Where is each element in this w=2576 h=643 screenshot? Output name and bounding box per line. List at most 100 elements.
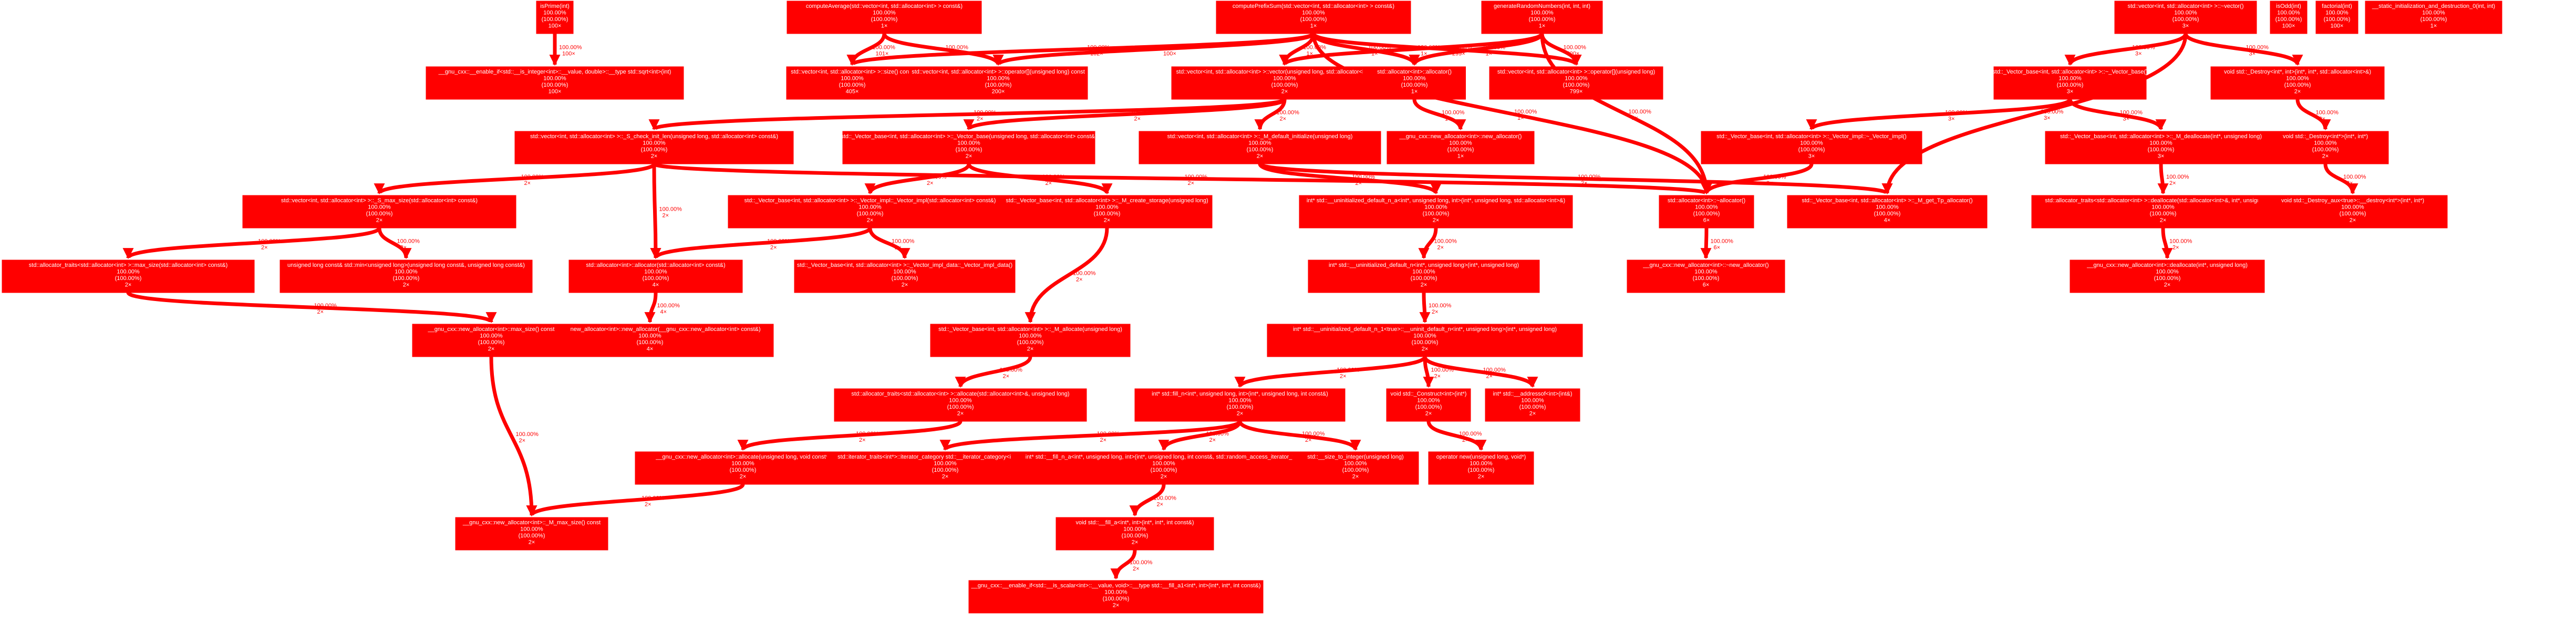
node-self-percent: (100.00%) xyxy=(2275,16,2302,23)
edge-vector-base-ctor-to-vector-impl-ctor: 100.00%2× xyxy=(864,163,971,195)
node-uninit-default-n[interactable]: int* std::__uninitialized_default_n<int*… xyxy=(1308,260,1540,293)
node-allocator-dtor[interactable]: std::allocator<int>::~allocator()100.00%… xyxy=(1659,195,1754,229)
edge-generateRandomNumbers-to-allocator-dtor: 100.00%1× xyxy=(1540,33,1712,195)
node-vector-base-ctor[interactable]: std::_Vector_base<int, std::allocator<in… xyxy=(841,131,1097,164)
edge-calls-label: 2× xyxy=(1209,437,1216,443)
node-box xyxy=(908,66,1088,100)
edge-computePrefixSum-to-vector-index-const: 100.00%100× xyxy=(992,32,1316,67)
node-self-percent: (100.00%) xyxy=(2312,147,2339,153)
node-generateRandomNumbers[interactable]: generateRandomNumbers(int, int, int)100.… xyxy=(1481,1,1603,34)
node-allocator-copy-ctor[interactable]: std::allocator<int>::allocator(std::allo… xyxy=(568,260,743,293)
node-new-allocator-allocate[interactable]: __gnu_cxx::new_allocator<int>::allocate(… xyxy=(635,451,851,485)
edge-check-init-len-to-allocator-copy-ctor: 100.00%2× xyxy=(650,163,682,260)
node-vector-ctor[interactable]: std::vector<int, std::allocator<int> >::… xyxy=(1171,66,1398,100)
edge-line xyxy=(650,163,661,260)
node-new-allocator-dtor[interactable]: __gnu_cxx::new_allocator<int>::~new_allo… xyxy=(1627,260,1785,293)
node-function-label: __gnu_cxx::new_allocator<int>::allocate(… xyxy=(655,454,830,460)
node-std-min[interactable]: unsigned long const& std::min<unsigned l… xyxy=(280,260,533,293)
edge-calls-label: 2× xyxy=(1432,309,1439,315)
node-get-tp-allocator[interactable]: std::_Vector_base<int, std::allocator<in… xyxy=(1787,195,1988,229)
node-function-label: computeAverage(std::vector<int, std::all… xyxy=(806,3,963,9)
node-total-percent: 100.00% xyxy=(2422,10,2445,16)
node-uninit-default-n-a[interactable]: int* std::__uninitialized_default_n_a<in… xyxy=(1299,195,1573,229)
node-vector-index-const[interactable]: std::vector<int, std::allocator<int> >::… xyxy=(908,66,1088,100)
node-self-percent: (100.00%) xyxy=(2172,16,2199,23)
edge-percent-label: 100.00% xyxy=(1711,238,1734,245)
node-computeAverage[interactable]: computeAverage(std::vector<int, std::all… xyxy=(787,1,982,34)
node-destroy-aux-impl[interactable]: void std::_Destroy_aux<true>::__destroy<… xyxy=(2258,195,2448,229)
node-static-init[interactable]: __static_initialization_and_destruction_… xyxy=(2365,1,2502,34)
edge-uninit-default-n-a-to-uninit-default-n: 100.00%2× xyxy=(1418,227,1457,260)
node-self-percent: (100.00%) xyxy=(2057,82,2084,88)
edge-allocator-copy-ctor-to-new-allocator-copy-ctor: 100.00%4× xyxy=(644,292,680,324)
node-vector-impl-data-ctor[interactable]: std::_Vector_base<int, std::allocator<in… xyxy=(794,260,1016,293)
node-box xyxy=(1001,195,1213,229)
node-new-allocator-m-max-size[interactable]: __gnu_cxx::new_allocator<int>::_M_max_si… xyxy=(455,517,608,551)
node-new-allocator-deallocate[interactable]: __gnu_cxx::new_allocator<int>::deallocat… xyxy=(2070,260,2265,293)
node-call-count: 2× xyxy=(1421,282,1427,288)
edge-percent-label: 100.00% xyxy=(1302,431,1325,437)
node-fill-a[interactable]: void std::__fill_a<int*, int>(int*, int*… xyxy=(1056,517,1214,551)
node-box xyxy=(794,260,1016,293)
node-deallocate[interactable]: std::_Vector_base<int, std::allocator<in… xyxy=(2045,131,2277,164)
node-vector-index[interactable]: std::vector<int, std::allocator<int> >::… xyxy=(1489,66,1663,100)
edge-line xyxy=(864,163,971,195)
node-vector-impl-dtor[interactable]: std::_Vector_base<int, std::allocator<in… xyxy=(1701,131,1922,164)
node-fill-n[interactable]: int* std::fill_n<int*, unsigned long, in… xyxy=(1134,388,1346,422)
edge-vector-impl-dtor-to-allocator-dtor: 100.00%3× xyxy=(1701,163,1814,195)
node-alloc-traits-allocate[interactable]: std::allocator_traits<std::allocator<int… xyxy=(834,388,1087,422)
node-function-label: int* std::__uninitialized_default_n<int*… xyxy=(1329,262,1519,268)
node-function-label: __gnu_cxx::new_allocator<int>::deallocat… xyxy=(2086,262,2248,268)
node-fill-a1[interactable]: __gnu_cxx::__enable_if<std::__is_scalar<… xyxy=(968,580,1264,614)
node-box xyxy=(834,388,1087,422)
node-isOdd[interactable]: isOdd(int)100.00%(100.00%)100× xyxy=(2270,1,2308,34)
edge-percent-label: 100.00% xyxy=(657,303,680,309)
node-function-label: std::iterator_traits<int*>::iterator_cat… xyxy=(837,454,1053,460)
node-self-percent: (100.00%) xyxy=(2150,211,2177,217)
node-create-storage[interactable]: std::_Vector_base<int, std::allocator<in… xyxy=(1001,195,1213,229)
node-default-initialize[interactable]: std::vector<int, std::allocator<int> >::… xyxy=(1139,131,1381,164)
node-fill-n-a[interactable]: int* std::__fill_n_a<int*, unsigned long… xyxy=(1011,451,1317,485)
node-uninit-default-n-1[interactable]: int* std::__uninitialized_default_n_1<tr… xyxy=(1267,324,1583,357)
edge-calls-label: 2× xyxy=(1340,374,1347,380)
node-call-count: 1× xyxy=(881,23,888,29)
node-m-allocate[interactable]: std::_Vector_base<int, std::allocator<in… xyxy=(930,324,1131,357)
edge-computePrefixSum-to-allocator-dtor: 100.00%1× xyxy=(1311,33,1712,195)
node-construct[interactable]: void std::_Construct<int>(int*)100.00%(1… xyxy=(1386,388,1471,422)
node-alloc-traits-max-size[interactable]: std::allocator_traits<std::allocator<int… xyxy=(2,260,255,293)
node-isPrime[interactable]: isPrime(int)100.00%(100.00%)100× xyxy=(536,1,574,34)
node-vector-impl-ctor[interactable]: std::_Vector_base<int, std::allocator<in… xyxy=(728,195,1012,229)
node-box xyxy=(2,260,255,293)
node-self-percent: (100.00%) xyxy=(2340,211,2366,217)
node-check-init-len[interactable]: std::vector<int, std::allocator<int> >::… xyxy=(514,131,794,164)
node-new-allocator-max-size[interactable]: __gnu_cxx::new_allocator<int>::max_size(… xyxy=(412,324,571,357)
edge-line xyxy=(2157,163,2169,195)
node-destroy-aux[interactable]: void std::_Destroy<int*>(int*, int*)100.… xyxy=(2262,131,2389,164)
node-total-percent: 100.00% xyxy=(1521,398,1544,404)
node-function-label: operator new(unsigned long, void*) xyxy=(1436,454,1526,460)
node-computePrefixSum[interactable]: computePrefixSum(std::vector<int, std::a… xyxy=(1216,1,1411,34)
node-new-allocator-ctor[interactable]: __gnu_cxx::new_allocator<int>::new_alloc… xyxy=(1387,131,1535,164)
node-size-to-integer[interactable]: std::__size_to_integer(unsigned long)100… xyxy=(1292,451,1419,485)
node-s-max-size[interactable]: std::vector<int, std::allocator<int> >::… xyxy=(242,195,516,229)
node-call-count: 100× xyxy=(2282,23,2295,29)
node-alloc-traits-deallocate[interactable]: std::allocator_traits<std::allocator<int… xyxy=(2031,195,2295,229)
node-total-percent: 100.00% xyxy=(395,269,418,275)
node-vector-base-dtor[interactable]: std::_Vector_base<int, std::allocator<in… xyxy=(1992,66,2148,100)
edge-m-allocate-to-alloc-traits-allocate: 100.00%2× xyxy=(955,356,1032,388)
node-total-percent: 100.00% xyxy=(117,269,140,275)
node-factorial[interactable]: factorial(int)100.00%(100.00%)100× xyxy=(2315,1,2358,34)
node-enable-if-sqrt[interactable]: __gnu_cxx::__enable_if<std::__is_integer… xyxy=(426,66,684,100)
node-vector-size[interactable]: std::vector<int, std::allocator<int> >::… xyxy=(786,66,918,100)
node-self-percent: (100.00%) xyxy=(956,147,982,153)
edge-allocator-ctor-to-new-allocator-ctor: 100.00%1× xyxy=(1412,99,1466,131)
node-vector-dtor[interactable]: std::vector<int, std::allocator<int> >::… xyxy=(2114,1,2257,34)
edge-percent-label: 100.00% xyxy=(516,431,539,438)
edge-calls-label: 2× xyxy=(1305,437,1312,443)
node-destroy[interactable]: void std::_Destroy<int*, int>(int*, int*… xyxy=(2210,66,2385,100)
node-self-percent: (100.00%) xyxy=(932,467,959,473)
node-allocator-ctor[interactable]: std::allocator<int>::allocator()100.00%(… xyxy=(1363,66,1466,100)
node-addressof[interactable]: int* std::__addressof<int>(int&)100.00%(… xyxy=(1485,388,1580,422)
node-self-percent: (100.00%) xyxy=(839,82,866,88)
node-operator-new[interactable]: operator new(unsigned long, void*)100.00… xyxy=(1428,451,1534,485)
